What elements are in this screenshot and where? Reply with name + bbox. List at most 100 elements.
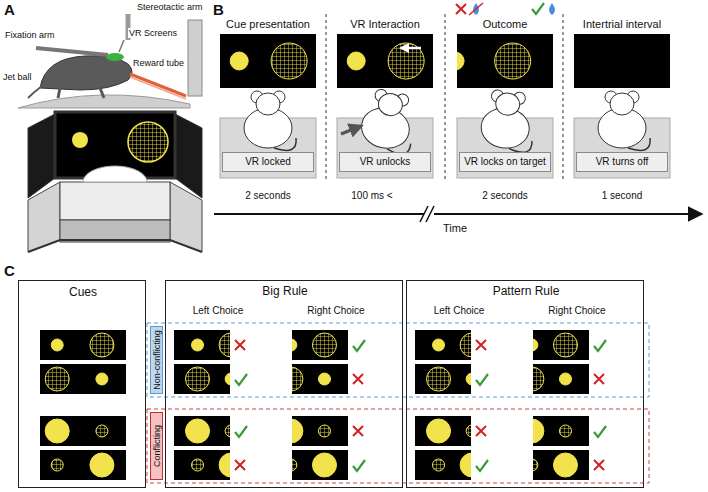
check-mark: [594, 426, 606, 437]
screen-content: [186, 367, 230, 391]
phase-divider: [445, 14, 446, 182]
screen-content: [533, 367, 571, 391]
plain-stimulus: [45, 419, 69, 443]
screen-content: [192, 333, 230, 357]
screen-content: [292, 419, 330, 443]
plain-cue: [72, 132, 88, 148]
figure-label: Reward tube: [132, 58, 185, 68]
pattern-stimulus: [460, 333, 471, 357]
pattern-cue: [128, 122, 168, 162]
panel-box: Big RuleLeft Choice Right Choice: [165, 280, 403, 488]
check-mark: [594, 340, 606, 351]
node-heading: Cues: [69, 286, 97, 300]
plain-stimulus: [225, 373, 230, 385]
check-mark: [476, 460, 488, 471]
figure-label: 2 seconds: [481, 190, 529, 202]
condition-tag: Non-conflicting: [150, 326, 163, 394]
check-mark: [532, 3, 544, 14]
mouse-top-view: [244, 91, 296, 150]
vr-screen: [533, 330, 589, 360]
panel-box: Pattern RuleLeft Choice Right Choice: [406, 280, 644, 488]
vr-screen: [533, 450, 589, 480]
figure-label: VR Screens: [128, 28, 178, 38]
vr-screen: [457, 34, 553, 88]
pattern-stimulus: [495, 43, 531, 79]
column-heading: Left Choice: [193, 305, 244, 317]
vr-screen: [174, 416, 230, 446]
column-heading: Left Choice: [434, 305, 485, 317]
node-heading: Pattern Rule: [493, 285, 560, 299]
plain-stimulus: [186, 419, 210, 443]
screen-content: [347, 43, 424, 79]
pattern-stimulus: [45, 367, 69, 391]
plain-stimulus: [96, 373, 108, 385]
screen-content: [533, 333, 577, 357]
pattern-stimulus: [219, 333, 230, 357]
pattern-stimulus: [533, 367, 544, 391]
frame-base: [60, 220, 170, 242]
vr-screen: [40, 330, 126, 360]
state-box: VR turns off: [576, 152, 668, 172]
screen-content: [230, 43, 307, 79]
column-heading: Right Choice: [307, 305, 364, 317]
check-mark: [235, 426, 247, 437]
head-plate: [106, 53, 124, 61]
vr-screen: [40, 450, 126, 480]
panel-letter: A: [3, 1, 16, 18]
plain-stimulus: [90, 453, 114, 477]
vr-screen: [40, 416, 126, 446]
panel-letter: C: [3, 262, 16, 279]
node-heading: VR locked: [245, 156, 291, 168]
vr-screen: [40, 364, 126, 394]
plain-stimulus: [192, 339, 204, 351]
check-mark: [353, 460, 365, 471]
screen-content: [292, 333, 336, 357]
plain-stimulus: [433, 339, 445, 351]
timeline: [214, 3, 702, 222]
node-heading: Big Rule: [262, 285, 307, 299]
figure-label: Fixation arm: [4, 30, 56, 40]
node-heading: VR locks on target: [464, 156, 546, 168]
screen-content: [192, 453, 230, 477]
figure-label: Stereotactic arm: [136, 2, 204, 12]
mouse-legs: [58, 88, 104, 98]
cross-mark: [476, 426, 486, 436]
screen-content: [292, 453, 336, 477]
side-screen: [175, 114, 202, 198]
pattern-stimulus: [388, 43, 424, 79]
vr-screen: [415, 364, 471, 394]
figure-label: Cue presentation: [225, 18, 311, 31]
pattern-stimulus: [318, 425, 330, 437]
vr-screen: [188, 20, 202, 96]
mouse-top-view: [598, 91, 650, 150]
pattern-stimulus: [292, 367, 303, 391]
phase-divider: [326, 14, 327, 182]
pattern-stimulus: [559, 425, 571, 437]
screen-content: [45, 367, 108, 391]
column-heading: Right Choice: [548, 305, 605, 317]
screen-content: [45, 419, 108, 443]
state-box: VR locked: [222, 152, 314, 172]
plain-stimulus: [533, 339, 538, 351]
node-heading: VR turns off: [596, 156, 649, 168]
cross-mark: [235, 340, 245, 350]
screen-content: [533, 419, 571, 443]
plain-stimulus: [553, 453, 577, 477]
cross-mark: [353, 426, 363, 436]
plain-stimulus: [219, 453, 230, 477]
ball: [83, 166, 147, 182]
screen-content: [51, 453, 114, 477]
pattern-stimulus: [533, 459, 538, 471]
screen-content: [433, 453, 471, 477]
node-heading: VR unlocks: [360, 156, 411, 168]
vr-screen: [337, 34, 433, 88]
reward-tube: [130, 77, 186, 99]
cross-mark: [456, 4, 466, 14]
pattern-stimulus: [225, 425, 230, 437]
needle: [119, 40, 124, 52]
figure-label: Time: [442, 222, 468, 235]
screen-content: [292, 367, 330, 391]
plain-stimulus: [292, 339, 297, 351]
plain-stimulus: [533, 419, 544, 443]
